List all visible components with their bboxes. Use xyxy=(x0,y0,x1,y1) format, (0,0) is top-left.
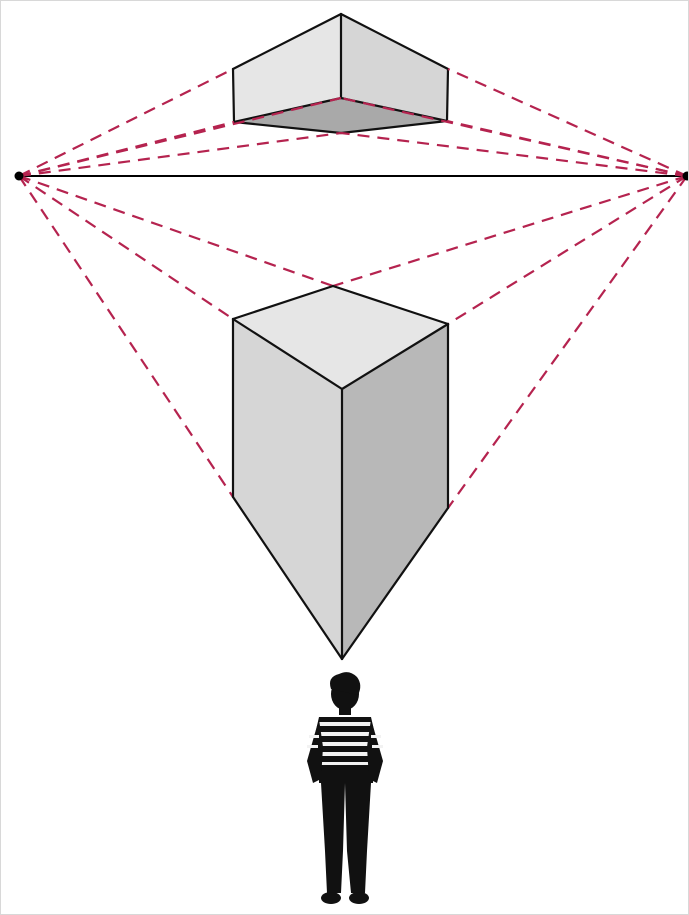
lower-prism-right-face xyxy=(342,324,448,659)
upper-box xyxy=(231,12,450,135)
lower-prism-top-face xyxy=(233,286,448,389)
construction-line xyxy=(18,96,342,178)
person-figure xyxy=(307,672,383,904)
right-vanishing-point xyxy=(682,171,688,181)
construction-line xyxy=(18,131,342,178)
upper-box-left-face xyxy=(233,14,341,122)
upper-box-right-face xyxy=(341,14,448,121)
construction-line xyxy=(447,67,688,178)
lower-prism-edges xyxy=(231,284,450,661)
construction-line xyxy=(340,131,688,178)
construction-line xyxy=(332,174,688,288)
left-vanishing-point xyxy=(14,171,24,181)
construction-line xyxy=(18,175,234,320)
construction-line xyxy=(340,96,688,178)
construction-line xyxy=(18,175,234,498)
lower-prism xyxy=(231,284,450,661)
upper-box-bottom-face xyxy=(234,98,447,133)
lower-prism-left-face xyxy=(233,319,342,659)
construction-line xyxy=(18,68,234,177)
construction-line xyxy=(447,175,688,509)
construction-lines xyxy=(18,67,688,509)
construction-line xyxy=(18,174,334,288)
construction-line xyxy=(447,175,688,325)
